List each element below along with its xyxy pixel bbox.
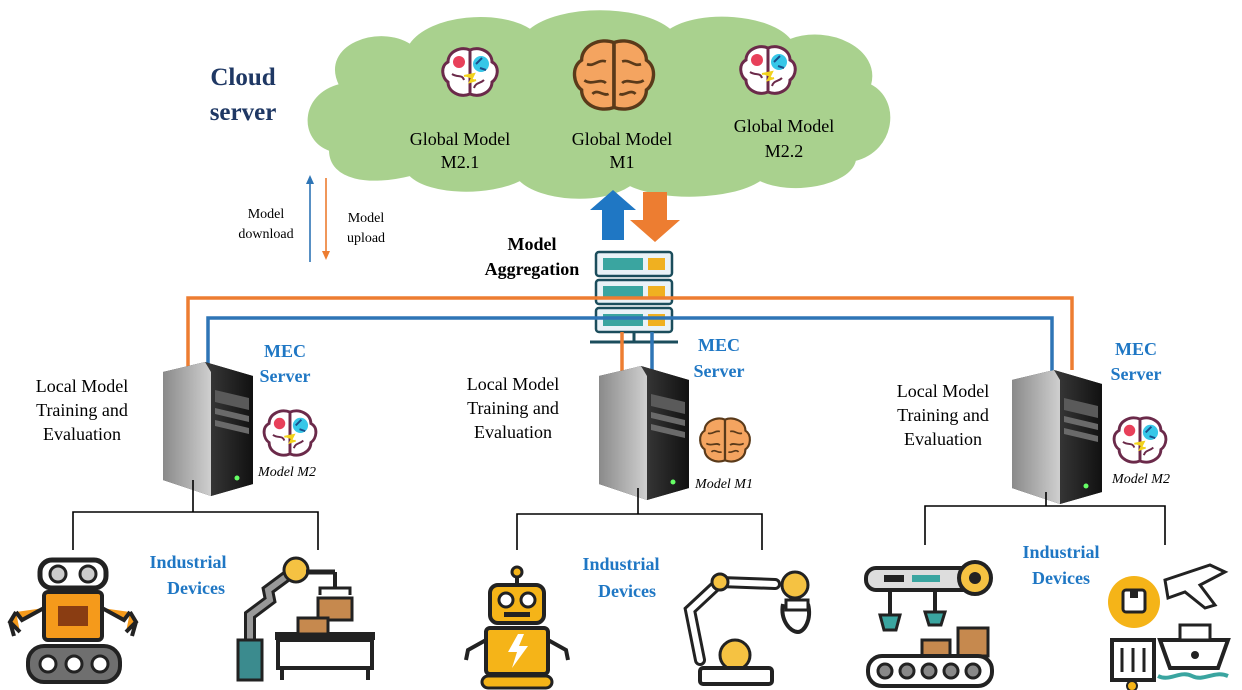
industrial-devices-3-line1: Industrial xyxy=(1022,542,1099,562)
mec-server-tower-icon-1 xyxy=(163,362,253,496)
local-training-3-line1: Local Model xyxy=(897,381,989,401)
local-training-2-line2: Training and xyxy=(467,398,559,418)
big-upload-arrow-icon xyxy=(590,190,636,240)
legend-download-line1: Model xyxy=(248,207,285,222)
local-training-1-line1: Local Model xyxy=(36,376,128,396)
upload-arrow-icon xyxy=(322,178,330,260)
mec-server-label-1-line2: Server xyxy=(260,366,311,386)
mec-server-tower-icon-3 xyxy=(1012,370,1102,504)
cloud-model-2-line2: M1 xyxy=(609,152,634,172)
cloud-server-title-line2: server xyxy=(210,99,277,126)
yellow-robot-icon xyxy=(464,565,570,690)
legend-upload-line2: upload xyxy=(347,231,385,246)
legend-upload-line1: Model xyxy=(348,211,385,226)
industrial-devices-3-line2: Devices xyxy=(1032,568,1090,588)
industrial-devices-2-line2: Devices xyxy=(598,581,656,601)
industrial-devices-2-line1: Industrial xyxy=(582,554,659,574)
mec-server-label-1-line1: MEC xyxy=(264,341,306,361)
local-training-1-line2: Training and xyxy=(36,400,128,420)
local-model-label-2: Model M1 xyxy=(694,477,753,492)
cloud-model-3-line1: Global Model xyxy=(734,116,835,136)
mec-server-label-3-line2: Server xyxy=(1111,364,1162,384)
local-model-label-3: Model M2 xyxy=(1111,472,1170,487)
industrial-devices-1-line1: Industrial xyxy=(149,552,226,572)
device-tree-2 xyxy=(516,488,763,550)
aggregation-label-line2: Aggregation xyxy=(485,259,580,279)
local-training-3-line2: Training and xyxy=(897,405,989,425)
conveyor-arm-icon xyxy=(236,556,375,682)
device-tree-1 xyxy=(72,480,319,550)
device-tree-3 xyxy=(924,492,1166,545)
local-training-2-line1: Local Model xyxy=(467,374,559,394)
cloud-model-3-line2: M2.2 xyxy=(765,141,804,161)
cloud-model-1-line1: Global Model xyxy=(410,129,511,149)
local-training-1-line3: Evaluation xyxy=(43,424,121,444)
connection-lines xyxy=(186,296,1074,372)
cloud-brain-icon-2 xyxy=(572,39,656,111)
industrial-devices-1-line2: Devices xyxy=(167,578,225,598)
cloud-brain-icon-1 xyxy=(441,47,499,97)
mec-server-label-2-line1: MEC xyxy=(698,335,740,355)
cloud-server-title-line1: Cloud xyxy=(210,64,275,91)
local-training-3-line3: Evaluation xyxy=(904,429,982,449)
mec-server-label-3-line1: MEC xyxy=(1115,339,1157,359)
aggregation-label-line1: Model xyxy=(508,234,557,254)
local-brain-icon-3 xyxy=(1112,416,1168,464)
download-arrow-icon xyxy=(306,175,314,262)
assembly-line-icon xyxy=(864,560,994,688)
cloud-model-1-line2: M2.1 xyxy=(441,152,480,172)
logistics-icon xyxy=(1108,563,1231,690)
mec-server-tower-icon-2 xyxy=(599,366,689,500)
robotic-arm-icon xyxy=(683,570,811,686)
local-training-2-line3: Evaluation xyxy=(474,422,552,442)
orange-robot-icon xyxy=(7,557,139,684)
cloud-brain-icon-3 xyxy=(739,45,797,95)
big-download-arrow-icon xyxy=(630,192,680,242)
mec-server-label-2-line2: Server xyxy=(694,361,745,381)
local-brain-icon-1 xyxy=(262,409,318,457)
local-brain-icon-2 xyxy=(699,417,751,463)
local-model-label-1: Model M2 xyxy=(257,465,316,480)
legend-download-line2: download xyxy=(238,227,293,242)
cloud-model-2-line1: Global Model xyxy=(572,129,673,149)
